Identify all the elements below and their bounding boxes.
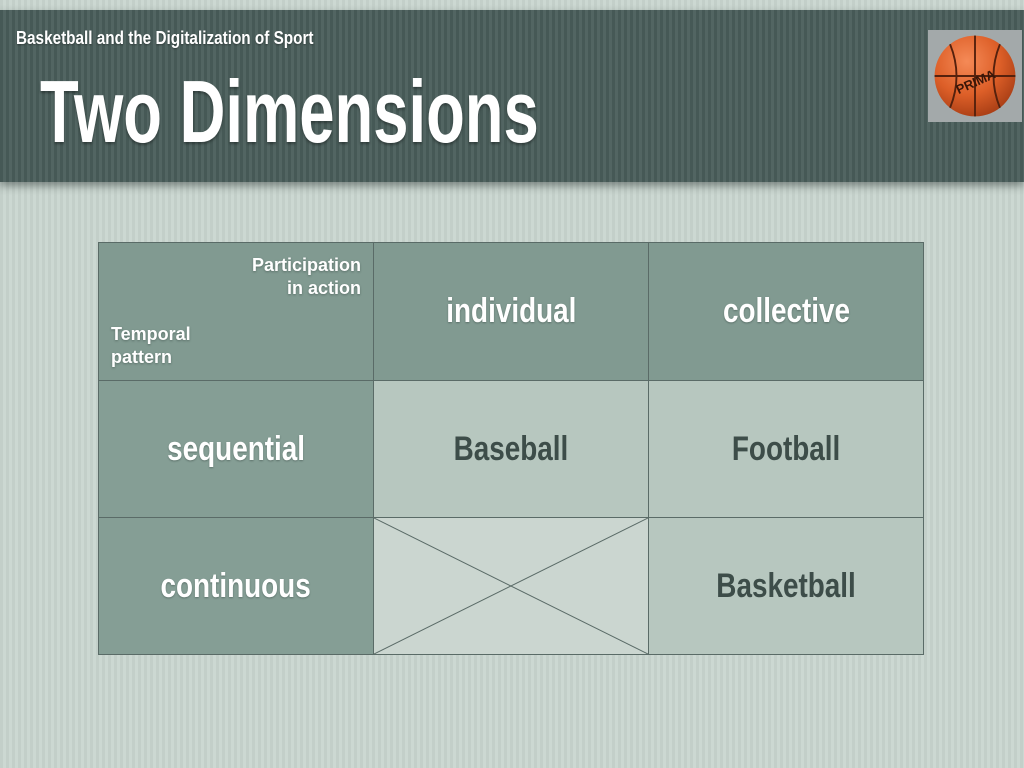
row-header-label: continuous xyxy=(160,566,312,605)
row-header-sequential: sequential xyxy=(98,380,374,518)
matrix-table: Participation in action Temporal pattern… xyxy=(98,242,924,655)
cell-value: Basketball xyxy=(716,566,856,605)
row-axis-label: Temporal pattern xyxy=(111,323,191,368)
column-axis-label: Participation in action xyxy=(251,254,361,298)
cell-continuous-collective: Basketball xyxy=(648,517,924,655)
cell-sequential-individual: Baseball xyxy=(373,380,649,518)
row-header-continuous: continuous xyxy=(98,517,374,655)
column-header-label: collective xyxy=(722,292,850,330)
column-header-label: individual xyxy=(445,292,577,330)
crossed-out-icon xyxy=(374,518,648,654)
basketball-icon: PRIMA xyxy=(934,35,1016,117)
column-header-individual: individual xyxy=(373,242,649,381)
column-header-collective: collective xyxy=(648,242,924,381)
page-title: Two Dimensions xyxy=(40,62,539,161)
cell-continuous-individual-crossed xyxy=(373,517,649,655)
header-band: Basketball and the Digitalization of Spo… xyxy=(0,10,1024,182)
slide-kicker: Basketball and the Digitalization of Spo… xyxy=(16,28,314,48)
cell-value: Football xyxy=(731,429,841,468)
cell-sequential-collective: Football xyxy=(648,380,924,518)
basketball-logo: PRIMA xyxy=(928,30,1022,122)
corner-header-cell: Participation in action Temporal pattern xyxy=(98,242,374,381)
dimensions-matrix: Participation in action Temporal pattern… xyxy=(98,242,924,655)
cell-value: Baseball xyxy=(453,429,569,468)
row-header-label: sequential xyxy=(167,429,305,468)
